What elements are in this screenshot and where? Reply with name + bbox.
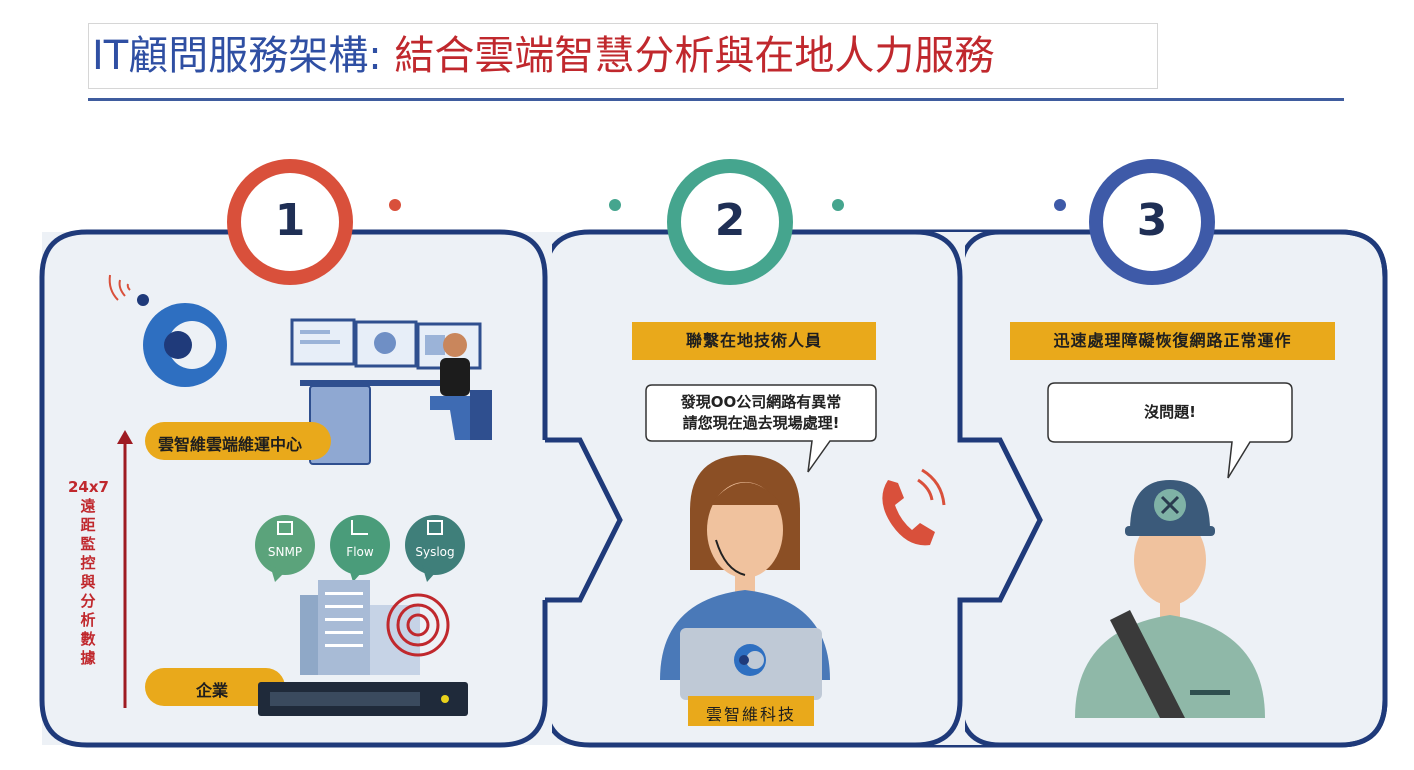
- monitors: [290, 318, 482, 370]
- center-label: 雲智維雲端維運中心: [158, 435, 303, 454]
- operator-person: [430, 333, 492, 440]
- step-1-circle: [227, 159, 353, 285]
- speech-2-text: 發現OO公司網路有異常 請您現在過去現場處理!: [650, 392, 872, 434]
- monitor-char: 與: [80, 573, 96, 591]
- switch-led: [441, 695, 449, 703]
- phone-icon: [882, 468, 946, 546]
- arrow-1-2-outline: [545, 437, 623, 603]
- monitor-char: 分: [80, 592, 96, 610]
- title-underline: [88, 98, 1344, 101]
- connector-dot: [1054, 199, 1066, 211]
- arrow-2-3-outline: [960, 437, 1043, 603]
- panel-2-banner: 聯繫在地技術人員: [632, 322, 876, 360]
- wifi-signal-icon: [108, 274, 131, 301]
- step-3-circle: [1089, 159, 1215, 285]
- monitor-vertical-text: 24x7 遠 距 監 控 與 分 析 數 據: [68, 478, 109, 668]
- page-title: IT顧問服務架構: 結合雲端智慧分析與在地人力服務: [92, 28, 994, 84]
- target-icon: [386, 593, 450, 657]
- connector-dot: [832, 199, 844, 211]
- chart-icon: [330, 515, 390, 582]
- enterprise-label: 企業: [196, 681, 229, 700]
- speech-2-line1: 發現OO公司網路有異常: [680, 393, 842, 411]
- speech-3-text: 沒問題!: [1144, 403, 1196, 421]
- protocol-flow: Flow: [346, 545, 374, 559]
- enterprise-label-pill: [145, 668, 285, 706]
- monitor-char: 析: [80, 611, 96, 629]
- monitor-char: 24x7: [68, 478, 109, 496]
- panel-3-border: [957, 229, 1388, 748]
- panel-1-border: [39, 229, 548, 748]
- protocol-snmp: SNMP: [267, 545, 303, 559]
- panel-3-banner: 迅速處理障礙恢復網路正常運作: [1010, 322, 1335, 360]
- log-icon: [405, 515, 465, 582]
- step-1-number: 1: [274, 195, 306, 246]
- brand-label: 雲智維科技: [705, 705, 796, 724]
- monitor-char: 遠: [80, 497, 96, 515]
- step-3-number: 3: [1136, 195, 1168, 246]
- technician-person: [1075, 480, 1265, 718]
- cpu-icon: [255, 515, 315, 582]
- title-part2: 結合雲端智慧分析與在地人力服務: [394, 33, 995, 79]
- protocol-syslog: Syslog: [415, 545, 455, 559]
- title-frame: [88, 23, 1158, 89]
- desk: [300, 380, 460, 386]
- title-part1: IT顧問服務架構:: [92, 33, 395, 79]
- monitor-char: 數: [80, 630, 96, 648]
- logo-icon: [143, 303, 227, 387]
- connector-dot: [389, 199, 401, 211]
- brand-plate: [688, 696, 814, 726]
- arrow-1-2: [545, 440, 620, 600]
- laptop-logo-icon: [734, 644, 766, 676]
- speech-bubble-2: [645, 384, 877, 473]
- connector-dot: [609, 199, 621, 211]
- monitor-char: 據: [80, 649, 96, 667]
- panel-1-fill: [42, 232, 552, 745]
- monitor-char: 距: [80, 516, 96, 534]
- logo-dot: [137, 294, 149, 306]
- monitor-char: 控: [80, 554, 96, 572]
- center-label-pill: [145, 422, 331, 460]
- step-2-circle: [667, 159, 793, 285]
- switch-ports: [270, 692, 420, 706]
- speech-2-line2: 請您現在過去現場處理!: [682, 414, 840, 432]
- speech-bubble-3: [1047, 382, 1293, 479]
- monitor-arrow-head: [117, 430, 133, 444]
- monitor-char: 監: [80, 535, 96, 553]
- step-2-number: 2: [714, 195, 746, 246]
